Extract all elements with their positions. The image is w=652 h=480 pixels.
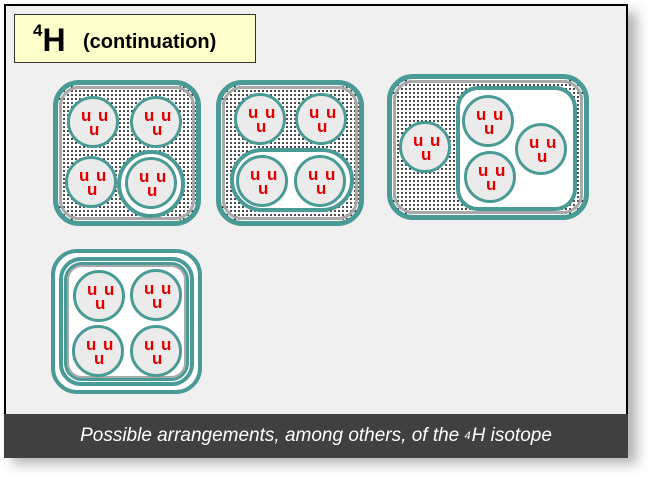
quark-label: u bbox=[265, 103, 276, 122]
quark-label: u bbox=[152, 349, 163, 368]
quark-label: u bbox=[430, 131, 441, 150]
quark-label: u bbox=[152, 293, 163, 312]
quark-label: u bbox=[478, 161, 489, 180]
title-symbol: 4H bbox=[33, 21, 66, 59]
quark-label: u bbox=[309, 103, 320, 122]
quark-label: u bbox=[144, 335, 155, 354]
quark-label: u bbox=[326, 103, 337, 122]
quark-label: u bbox=[495, 161, 506, 180]
quark-label: u bbox=[156, 167, 167, 186]
quark-label: u bbox=[476, 105, 487, 124]
quark-label: u bbox=[250, 165, 261, 184]
quark-label: u bbox=[81, 106, 92, 125]
quark-label: u bbox=[546, 133, 557, 152]
quark-label: u bbox=[95, 294, 106, 313]
quark-label: u bbox=[258, 179, 269, 198]
quark-label: u bbox=[86, 335, 97, 354]
quark-label: u bbox=[139, 167, 150, 186]
quark-label: u bbox=[493, 105, 504, 124]
quark-label: u bbox=[325, 165, 336, 184]
quark-label: u bbox=[144, 279, 155, 298]
quark-label: u bbox=[79, 166, 90, 185]
title-box: 4H (continuation) bbox=[14, 14, 256, 63]
quark-label: u bbox=[87, 280, 98, 299]
quark-label: u bbox=[161, 106, 172, 125]
quark-label: u bbox=[161, 279, 172, 298]
quark-label: u bbox=[413, 131, 424, 150]
quark-label: u bbox=[94, 349, 105, 368]
quark-label: u bbox=[267, 165, 278, 184]
quark-label: u bbox=[89, 120, 100, 139]
caption-prefix: Possible arrangements, among others, of … bbox=[80, 425, 465, 446]
title-superscript: 4 bbox=[33, 21, 43, 40]
caption-bar: Possible arrangements, among others, of … bbox=[4, 414, 628, 458]
quark-label: u bbox=[96, 166, 107, 185]
quark-label: u bbox=[144, 106, 155, 125]
quark-label: u bbox=[147, 181, 158, 200]
quark-label: u bbox=[486, 175, 497, 194]
quark-label: u bbox=[484, 119, 495, 138]
quark-label: u bbox=[529, 133, 540, 152]
quark-label: u bbox=[87, 180, 98, 199]
quark-label: u bbox=[248, 103, 259, 122]
quark-label: u bbox=[152, 120, 163, 139]
quark-label: u bbox=[308, 165, 319, 184]
quark-label: u bbox=[161, 335, 172, 354]
quark-label: u bbox=[316, 179, 327, 198]
quark-label: u bbox=[421, 145, 432, 164]
quark-label: u bbox=[104, 280, 115, 299]
title-element: H bbox=[42, 22, 66, 58]
quark-label: u bbox=[256, 117, 267, 136]
quark-label: u bbox=[103, 335, 114, 354]
title-subtitle: (continuation) bbox=[83, 31, 217, 53]
quark-label: u bbox=[537, 147, 548, 166]
caption-suffix: H isotope bbox=[471, 425, 552, 446]
caption-superscript: 4 bbox=[464, 430, 471, 442]
quark-label: u bbox=[317, 117, 328, 136]
quark-label: u bbox=[98, 106, 109, 125]
